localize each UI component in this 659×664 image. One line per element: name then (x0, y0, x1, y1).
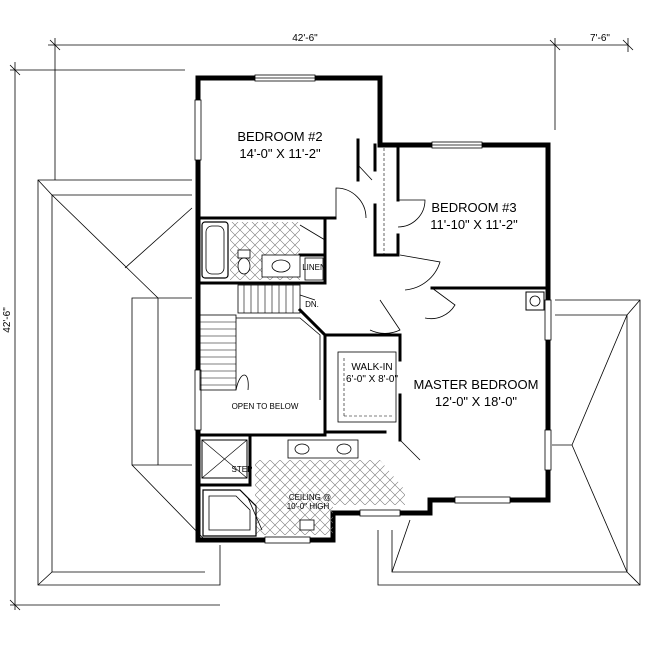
interior-walls (196, 138, 550, 487)
bedroom3-name: BEDROOM #3 (431, 200, 516, 215)
staircase (199, 284, 321, 400)
master-bedroom-name: MASTER BEDROOM (414, 377, 539, 392)
open-to-below-label: OPEN TO BELOW (232, 402, 299, 411)
walkin-name: WALK-IN (351, 362, 392, 373)
fixtures (201, 221, 545, 537)
dimension-lines (9, 38, 634, 611)
master-bath-tile-floor (255, 460, 405, 535)
linen-label: LINEN (302, 263, 326, 272)
roof-outline-right (377, 299, 641, 586)
bedroom2-name: BEDROOM #2 (237, 129, 322, 144)
ceiling-label-line2: 10'-0" HIGH (287, 502, 330, 511)
dimension-left: 42'-6" (2, 307, 13, 333)
down-label: DN. (305, 300, 319, 309)
bedroom2-size: 14'-0" X 11'-2" (239, 146, 321, 161)
master-bedroom-size: 12'-0" X 18'-0" (435, 394, 518, 409)
dimension-top-main: 42'-6" (292, 33, 318, 44)
ceiling-label-line1: CEILING @ (289, 493, 331, 502)
roof-outline-left (37, 179, 221, 586)
door-swings (247, 164, 456, 531)
walkin-size: 6'-0" X 8'-0" (346, 374, 399, 385)
bedroom3-size: 11'-10" X 11'-2" (430, 217, 518, 232)
closets (304, 148, 397, 423)
step-label: STEP (232, 465, 253, 474)
windows (194, 74, 552, 544)
dimension-top-side: 7'-6" (590, 33, 610, 44)
